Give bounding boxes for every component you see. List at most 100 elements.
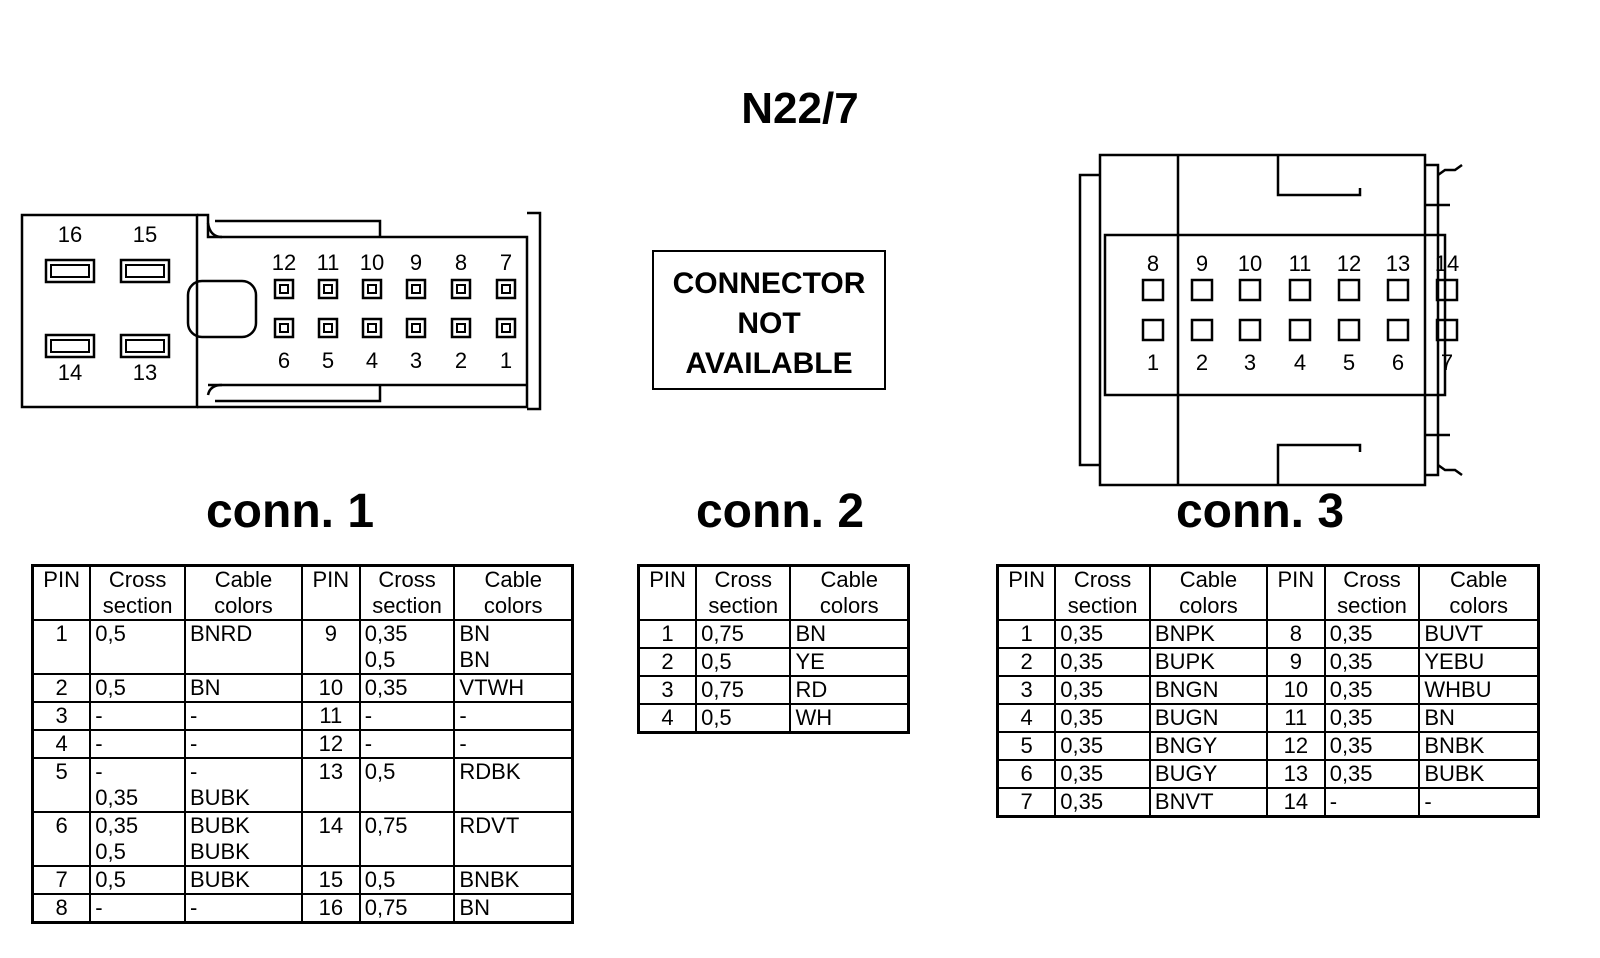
pin-number-label: 15 xyxy=(133,222,157,247)
pin-slot-inner xyxy=(50,264,90,278)
cable-color-cell: - xyxy=(453,701,574,731)
pin-cell: 14 xyxy=(1265,787,1326,818)
cell-line: BUBK xyxy=(189,867,250,892)
pin-slot xyxy=(1435,278,1459,302)
pin-number-label: 12 xyxy=(1337,251,1361,276)
pin-cell: 3 xyxy=(996,675,1057,705)
pin-number-label: 9 xyxy=(1196,251,1208,276)
cable-color-cell: BN xyxy=(183,673,303,703)
cell-line: 0,5 xyxy=(95,867,126,892)
cell-line: - xyxy=(95,895,103,920)
pin-number-label: 7 xyxy=(500,250,512,275)
cross-section-cell: 0,35 xyxy=(1054,619,1151,649)
cell-line: BN xyxy=(459,647,490,672)
pin-slot-small xyxy=(361,317,383,339)
cable-color-cell: BNRD xyxy=(183,619,303,675)
pin-slot xyxy=(1238,318,1262,342)
cell-line: - xyxy=(459,703,467,728)
cell-line: 0,5 xyxy=(95,621,126,646)
conn3-body xyxy=(1078,153,1463,487)
pin-number-label: 4 xyxy=(366,348,378,373)
conn2-title: conn. 2 xyxy=(695,485,865,538)
pin-cell: 1 xyxy=(31,619,92,675)
cell-line: - xyxy=(364,703,373,728)
pin-slot-large xyxy=(119,333,171,359)
pin-slot-inner xyxy=(279,284,289,294)
pin-number-label: 8 xyxy=(455,250,467,275)
cable-color-cell: YE xyxy=(789,647,910,677)
cell-line: BUBK xyxy=(189,785,250,810)
cable-color-cell: - xyxy=(453,729,574,759)
pin-cell: 13 xyxy=(1265,759,1326,789)
cross-section-cell: - xyxy=(89,701,186,731)
pin-number-label: 5 xyxy=(1343,350,1355,375)
cable-color-cell: RDBK xyxy=(453,757,574,813)
pin-slot-small xyxy=(495,317,517,339)
conn1-title: conn. 1 xyxy=(205,485,375,538)
pin-cell: 6 xyxy=(996,759,1057,789)
pin-cell: 8 xyxy=(1265,619,1326,649)
column-header: PIN xyxy=(1265,564,1326,621)
pin-slot-inner xyxy=(456,323,466,333)
cell-line: BUBK xyxy=(189,813,250,838)
pin-slot-inner xyxy=(125,339,165,353)
cross-section-cell: 0,35 xyxy=(1323,703,1421,733)
pin-number-label: 1 xyxy=(1147,350,1159,375)
cell-line: - xyxy=(95,731,103,756)
cross-section-cell: 0,5 xyxy=(358,865,456,895)
cross-section-cell: 0,5 xyxy=(695,703,792,734)
pin-number-label: 14 xyxy=(58,360,82,385)
cross-section-cell: 0,35 xyxy=(1054,675,1151,705)
cross-section-cell: 0,35 xyxy=(1323,731,1421,761)
cell-line: - xyxy=(364,731,373,756)
cable-color-cell: - xyxy=(1418,787,1540,818)
cell-line: 0,35 xyxy=(95,785,139,810)
pin-slot xyxy=(1288,278,1312,302)
cable-color-cell: BNBK xyxy=(453,865,574,895)
cable-color-cell: RDVT xyxy=(453,811,574,867)
cross-section-cell: 0,35 xyxy=(1054,731,1151,761)
cable-color-cell: BN xyxy=(789,619,910,649)
cross-section-cell: 0,5 xyxy=(89,865,186,895)
pin-cell: 2 xyxy=(637,647,698,677)
cross-section-cell: - xyxy=(89,729,186,759)
pin-cell: 10 xyxy=(300,673,361,703)
pin-cell: 15 xyxy=(300,865,361,895)
cell-line: RDVT xyxy=(459,813,520,838)
pin-number-label: 13 xyxy=(133,360,157,385)
cable-color-cell: BNPK xyxy=(1148,619,1268,649)
pin-number-label: 2 xyxy=(455,348,467,373)
pin-cell: 4 xyxy=(31,729,92,759)
column-header: Cable colors xyxy=(1148,564,1268,621)
cell-line: BNBK xyxy=(459,867,520,892)
pin-slot-inner xyxy=(456,284,466,294)
pin-cell: 12 xyxy=(300,729,361,759)
pin-cell: 16 xyxy=(300,893,361,924)
pin-number-label: 2 xyxy=(1196,350,1208,375)
cross-section-cell: - xyxy=(89,893,186,924)
conn1-body xyxy=(20,211,542,411)
column-header: PIN xyxy=(637,564,698,621)
conn3-title: conn. 3 xyxy=(1175,485,1345,538)
pin-number-label: 7 xyxy=(1441,350,1453,375)
cell-line: - xyxy=(95,759,103,784)
pin-cell: 13 xyxy=(300,757,361,813)
pin-slot-small xyxy=(317,317,339,339)
cross-section-cell: 0,35 xyxy=(1054,703,1151,733)
pin-cell: 11 xyxy=(1265,703,1326,733)
pin-slot-small xyxy=(450,278,472,300)
table-row: 4--12-- xyxy=(31,729,574,759)
column-header: Cable colors xyxy=(1418,564,1540,621)
cable-color-cell: BNBK xyxy=(1418,731,1540,761)
pin-number-label: 14 xyxy=(1435,251,1459,276)
